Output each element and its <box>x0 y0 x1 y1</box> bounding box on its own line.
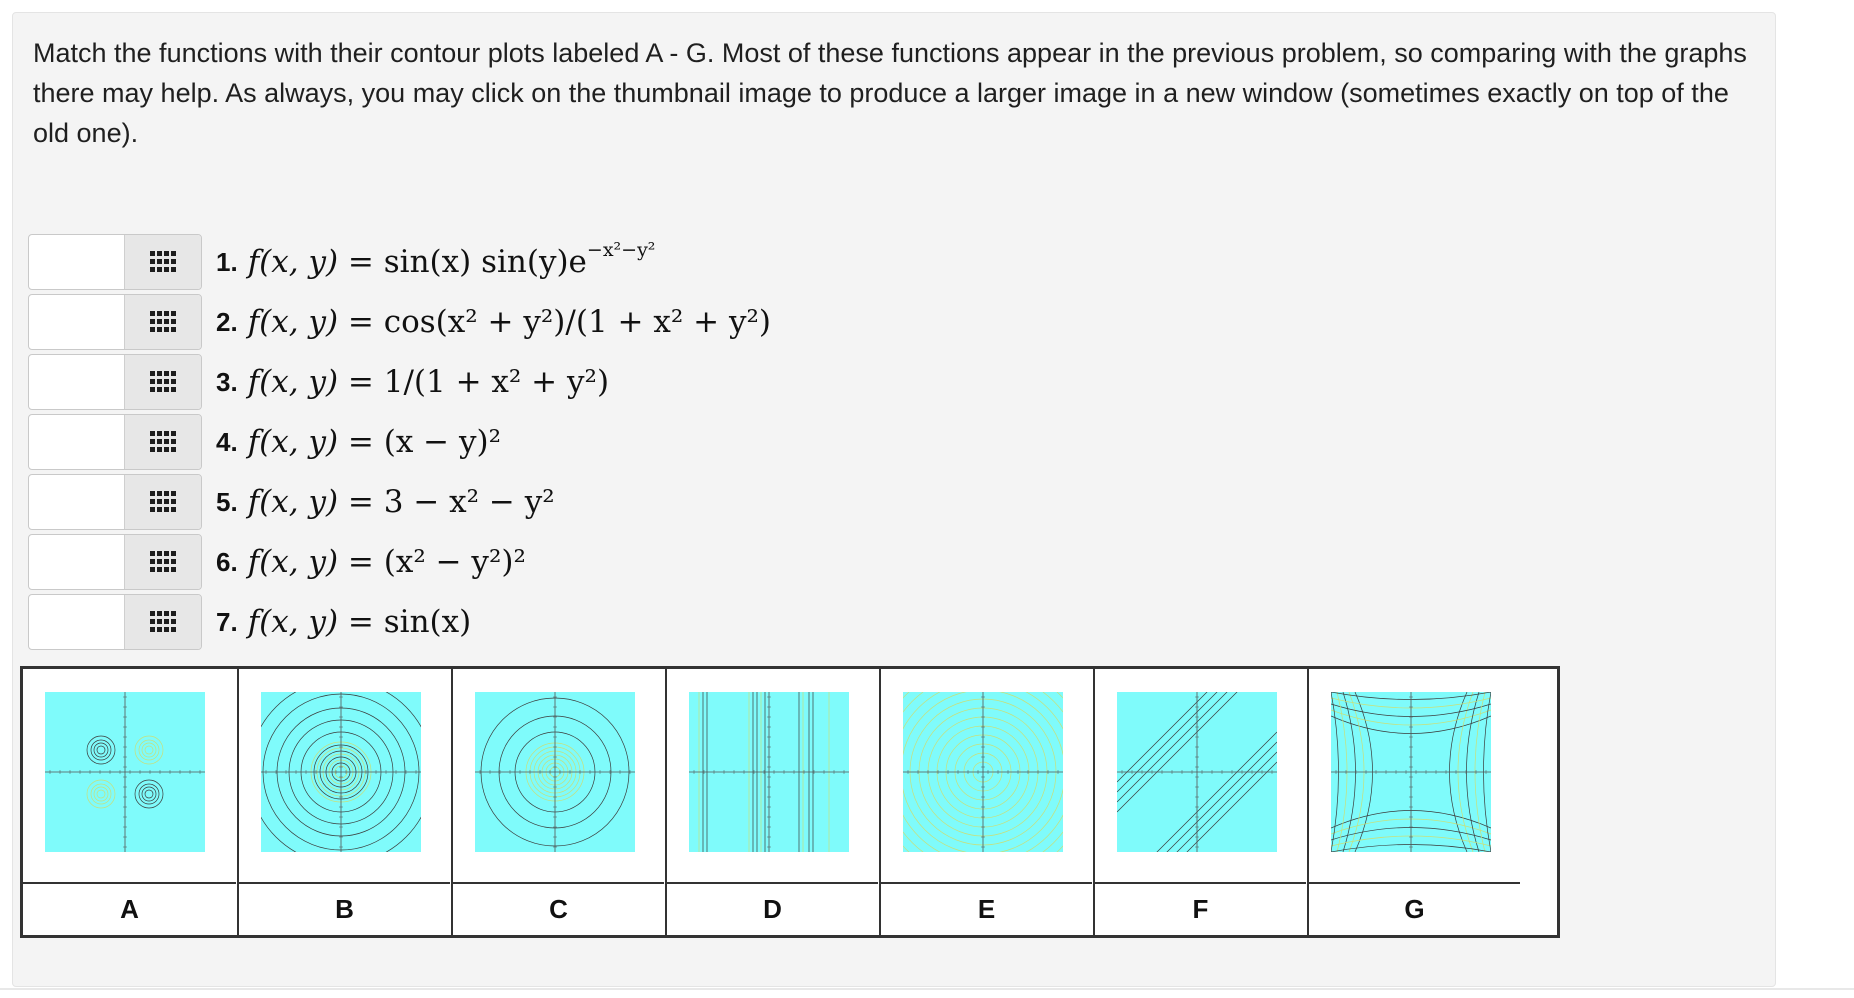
function-rhs: 1/(1 + x² + y²) <box>383 364 610 400</box>
plot-label: E <box>881 882 1092 935</box>
function-row: 6. f(x, y) = (x² − y²)² <box>28 534 1228 592</box>
function-number: 5. <box>216 486 238 517</box>
function-number: 4. <box>216 426 238 457</box>
function-rhs: cos(x² + y²)/(1 + x² + y²) <box>383 304 771 340</box>
answer-input[interactable] <box>29 355 125 409</box>
grid-icon <box>150 551 176 572</box>
dropdown-button[interactable] <box>124 475 201 529</box>
plot-label: G <box>1309 882 1520 935</box>
function-rhs: (x² − y²)² <box>383 544 526 580</box>
dropdown-button[interactable] <box>124 535 201 589</box>
answer-select[interactable] <box>28 474 202 530</box>
function-row: 3. f(x, y) = 1/(1 + x² + y²) <box>28 354 1228 412</box>
function-number: 7. <box>216 606 238 637</box>
grid-icon <box>150 371 176 392</box>
function-formula: 4. f(x, y) = (x − y)² <box>216 414 501 470</box>
grid-icon <box>150 491 176 512</box>
dropdown-button[interactable] <box>124 235 201 289</box>
divider <box>0 988 1854 990</box>
dropdown-button[interactable] <box>124 415 201 469</box>
function-formula: 1. f(x, y) = sin(x) sin(y)e −x²−y² <box>216 234 655 290</box>
plot-label: F <box>1095 882 1306 935</box>
function-row: 7. f(x, y) = sin(x) <box>28 594 1228 652</box>
contour-plot-thumbnail[interactable] <box>903 692 1063 852</box>
plot-cell-a: A <box>23 669 236 935</box>
answer-input[interactable] <box>29 535 125 589</box>
function-rhs: sin(x) <box>383 604 472 640</box>
grid-icon <box>150 311 176 332</box>
instructions-text: Match the functions with their contour p… <box>33 38 1747 148</box>
function-lhs: f(x, y) = <box>247 604 384 640</box>
answer-select[interactable] <box>28 414 202 470</box>
function-number: 6. <box>216 546 238 577</box>
contour-plot-thumbnail[interactable] <box>261 692 421 852</box>
plot-cell-d: D <box>665 669 878 935</box>
answer-input[interactable] <box>29 415 125 469</box>
function-formula: 7. f(x, y) = sin(x) <box>216 594 471 650</box>
contour-plot-thumbnail[interactable] <box>1331 692 1491 852</box>
answer-input[interactable] <box>29 295 125 349</box>
answer-select[interactable] <box>28 294 202 350</box>
function-lhs: f(x, y) = <box>247 244 384 280</box>
answer-input[interactable] <box>29 475 125 529</box>
contour-plot-thumbnail[interactable] <box>475 692 635 852</box>
answer-input[interactable] <box>29 235 125 289</box>
plot-cell-g: G <box>1307 669 1520 935</box>
function-number: 3. <box>216 366 238 397</box>
grid-icon <box>150 431 176 452</box>
function-formula: 2. f(x, y) = cos(x² + y²)/(1 + x² + y²) <box>216 294 771 350</box>
function-formula: 5. f(x, y) = 3 − x² − y² <box>216 474 555 530</box>
function-rhs: sin(x) sin(y)e <box>383 244 587 280</box>
function-formula: 6. f(x, y) = (x² − y²)² <box>216 534 526 590</box>
plot-label: C <box>453 882 664 935</box>
grid-icon <box>150 251 176 272</box>
function-number: 1. <box>216 246 238 277</box>
grid-icon <box>150 611 176 632</box>
function-lhs: f(x, y) = <box>247 484 384 520</box>
plot-label: A <box>23 882 236 935</box>
answer-select[interactable] <box>28 534 202 590</box>
contour-plot-thumbnail[interactable] <box>689 692 849 852</box>
function-formula: 3. f(x, y) = 1/(1 + x² + y²) <box>216 354 609 410</box>
dropdown-button[interactable] <box>124 295 201 349</box>
function-row: 1. f(x, y) = sin(x) sin(y)e −x²−y² <box>28 234 1228 292</box>
function-row: 5. f(x, y) = 3 − x² − y² <box>28 474 1228 532</box>
plot-label: B <box>239 882 450 935</box>
function-lhs: f(x, y) = <box>247 424 384 460</box>
contour-plot-thumbnail[interactable] <box>1117 692 1277 852</box>
contour-plot-thumbnail[interactable] <box>45 692 205 852</box>
plot-cell-c: C <box>451 669 664 935</box>
answer-select[interactable] <box>28 234 202 290</box>
function-lhs: f(x, y) = <box>247 544 384 580</box>
function-row: 2. f(x, y) = cos(x² + y²)/(1 + x² + y²) <box>28 294 1228 352</box>
function-row: 4. f(x, y) = (x − y)² <box>28 414 1228 472</box>
plot-cell-b: B <box>237 669 450 935</box>
function-lhs: f(x, y) = <box>247 364 384 400</box>
function-number: 2. <box>216 306 238 337</box>
function-rhs: (x − y)² <box>383 424 502 460</box>
answer-input[interactable] <box>29 595 125 649</box>
function-rhs: 3 − x² − y² <box>383 484 555 520</box>
function-exponent: −x²−y² <box>586 239 656 261</box>
plot-label: D <box>667 882 878 935</box>
function-lhs: f(x, y) = <box>247 304 384 340</box>
plot-cell-f: F <box>1093 669 1306 935</box>
dropdown-button[interactable] <box>124 355 201 409</box>
dropdown-button[interactable] <box>124 595 201 649</box>
plot-cell-e: E <box>879 669 1092 935</box>
answer-select[interactable] <box>28 594 202 650</box>
answer-select[interactable] <box>28 354 202 410</box>
